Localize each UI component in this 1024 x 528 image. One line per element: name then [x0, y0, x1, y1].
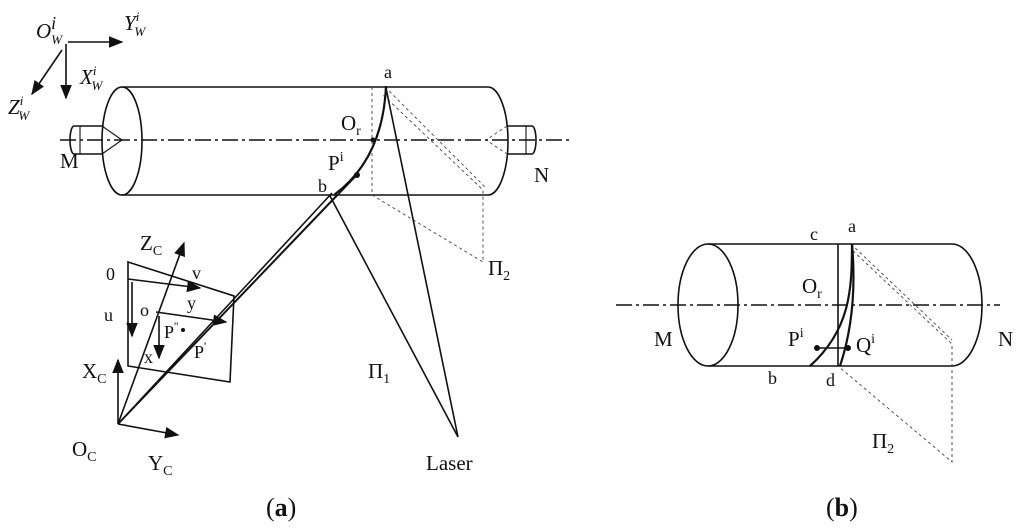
label-yc: YC	[148, 451, 173, 479]
label-p-single: P'	[194, 339, 206, 362]
world-z-axis	[31, 49, 63, 96]
right-shaft	[507, 125, 537, 155]
label-x: x	[144, 347, 153, 367]
image-y-axis	[155, 311, 228, 326]
ray-camera-pi	[117, 176, 356, 425]
curve-aqd-b	[838, 243, 855, 367]
cylinder-a-left-end	[101, 86, 143, 196]
label-pi2-a: Π2	[488, 256, 510, 284]
camera-yc-axis	[117, 423, 180, 439]
point-pi-a	[354, 172, 360, 178]
label-or-b: Or	[802, 274, 822, 302]
label-y: y	[187, 293, 196, 313]
label-o: o	[140, 300, 149, 320]
plane-pi2-b	[837, 244, 953, 463]
label-laser: Laser	[426, 451, 473, 475]
camera-zc-axis	[117, 241, 185, 425]
label-n-a: N	[534, 163, 549, 187]
label-point-a-b: a	[848, 216, 856, 236]
point-p-double	[181, 328, 185, 332]
label-p-double: P''	[164, 319, 178, 342]
label-m-a: M	[60, 149, 79, 173]
point-qi-b	[845, 345, 851, 351]
label-zc: ZC	[140, 231, 162, 259]
label-pi1: Π1	[368, 359, 390, 387]
point-pi-b	[814, 345, 820, 351]
caption-a: (a)	[266, 493, 296, 522]
label-m-b: M	[654, 327, 673, 351]
caption-b: (b)	[826, 493, 858, 522]
label-point-b-b: b	[768, 368, 777, 388]
laser-beam-bottom	[329, 195, 459, 438]
laser-curve-ab	[333, 85, 388, 196]
label-pi-b: Pi	[788, 326, 804, 351]
label-oc: OC	[72, 437, 97, 465]
cylinder-a	[60, 85, 570, 263]
label-point-c: c	[810, 224, 818, 244]
laser-beam-top	[385, 87, 459, 438]
label-point-d: d	[826, 370, 835, 390]
image-v-axis	[127, 278, 202, 293]
ray-camera-b	[117, 192, 333, 425]
camera-frame	[112, 241, 235, 439]
label-image-origin: 0	[106, 264, 115, 284]
plane-pi2-a-top	[384, 86, 486, 188]
plane-pi2-a	[371, 87, 484, 263]
label-xc: XC	[82, 359, 107, 387]
cylinder-a-right-end	[487, 86, 509, 196]
label-pi-a: Pi	[328, 150, 344, 175]
label-point-a: a	[384, 62, 392, 82]
cylinder-b	[616, 243, 1000, 463]
camera-rays	[117, 176, 356, 425]
label-point-b: b	[318, 176, 327, 196]
label-pi2-b: Π2	[872, 429, 894, 457]
label-n-b: N	[998, 327, 1013, 351]
laser-beams	[329, 87, 459, 438]
label-or-a: Or	[341, 111, 361, 139]
label-qi-b: Qi	[856, 332, 875, 357]
panel-b: M N c a Or Pi Qi b d Π2 (b)	[616, 216, 1013, 522]
plane-pi2-b-top	[850, 243, 953, 341]
point-or-a	[370, 137, 376, 143]
label-u: u	[104, 305, 113, 325]
curve-ab-b	[809, 243, 854, 367]
label-v: v	[192, 263, 201, 283]
